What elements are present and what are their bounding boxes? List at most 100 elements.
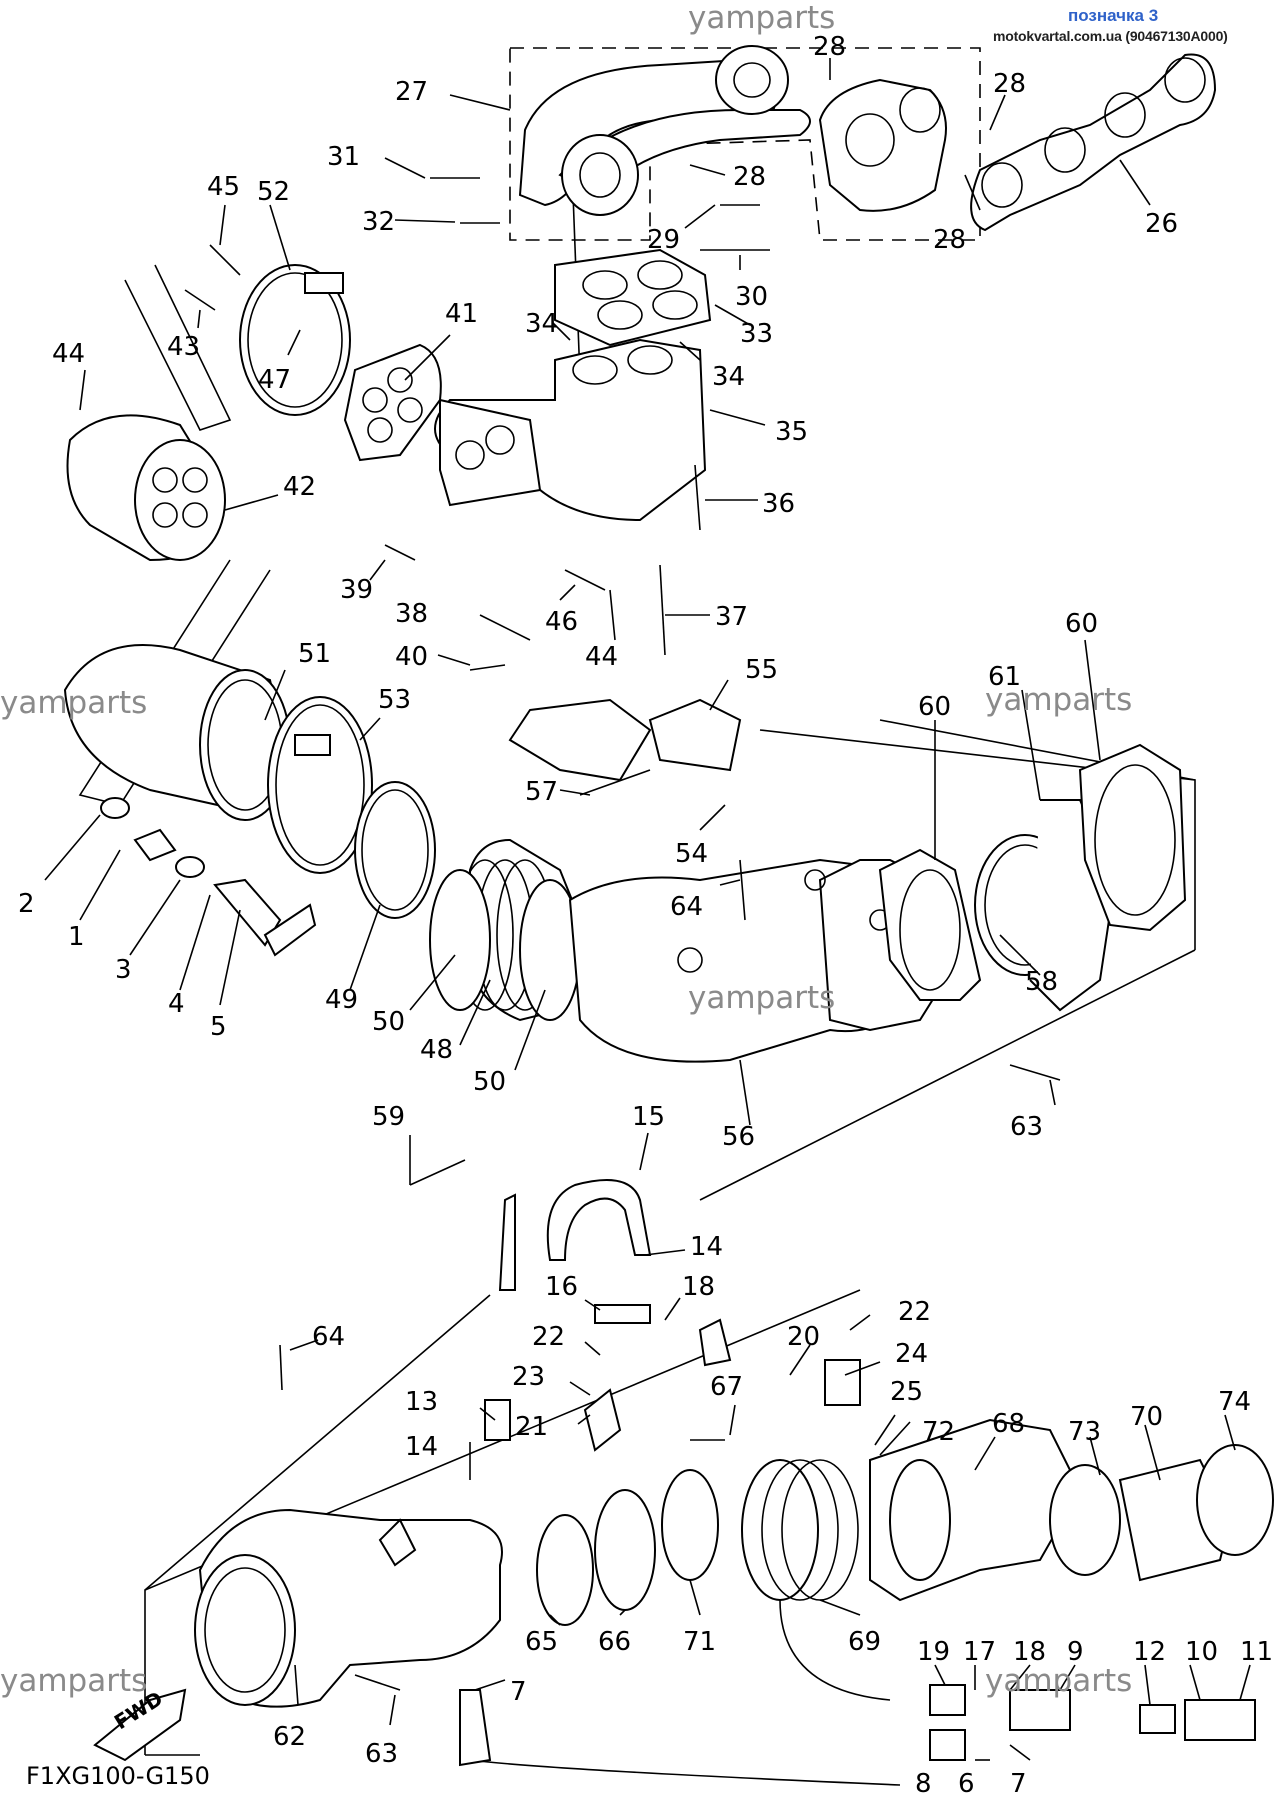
- exhaust-chamber-35: [434, 338, 707, 522]
- callout: 11: [1240, 1637, 1273, 1667]
- callout: 64: [670, 892, 703, 922]
- watermark: yamparts: [688, 0, 836, 36]
- callout: 50: [473, 1067, 506, 1097]
- callout: 15: [632, 1102, 665, 1132]
- callout: 63: [365, 1739, 398, 1769]
- callout: 54: [675, 839, 708, 869]
- gasket-41: [343, 343, 442, 462]
- callout: 52: [257, 177, 290, 207]
- callout: 18: [682, 1272, 715, 1302]
- callout: 30: [735, 282, 768, 312]
- callout: 14: [405, 1432, 438, 1462]
- callout: 44: [52, 339, 85, 369]
- fittings-1-5: [100, 797, 317, 957]
- callout: 27: [395, 77, 428, 107]
- exhaust-manifold-right: [818, 78, 947, 212]
- callout: 66: [598, 1627, 631, 1657]
- page-tag: позначка 3: [1068, 6, 1159, 25]
- seal-49: [354, 781, 436, 919]
- watermark: yamparts: [0, 1663, 148, 1699]
- callout: 23: [512, 1362, 545, 1392]
- callout: 12: [1133, 1637, 1166, 1667]
- callout: 45: [207, 172, 240, 202]
- callout: 70: [1130, 1402, 1163, 1432]
- callout: 37: [715, 602, 748, 632]
- bracket-55: [508, 698, 742, 782]
- lower-pipe-assembly: [536, 1418, 1274, 1626]
- drain-hose: [459, 1599, 1256, 1786]
- muffler-42: [66, 414, 226, 562]
- callout: 4: [168, 989, 185, 1019]
- callout: 53: [378, 685, 411, 715]
- callout: 2: [18, 889, 35, 919]
- callout: 64: [312, 1322, 345, 1352]
- callout: 51: [298, 639, 331, 669]
- callout: 1: [68, 922, 85, 952]
- callout: 61: [988, 662, 1021, 692]
- callout: 74: [1218, 1387, 1251, 1417]
- callout: 28: [813, 32, 846, 62]
- callout: 21: [515, 1412, 548, 1442]
- clamp-53: [267, 696, 373, 874]
- bolts: [184, 177, 1061, 1691]
- exhaust-manifold-group-box: [509, 47, 981, 241]
- callout: 46: [545, 607, 578, 637]
- callout: 65: [525, 1627, 558, 1657]
- callout: 35: [775, 417, 808, 447]
- callout: 6: [958, 1769, 975, 1799]
- joint-chamber-51: [63, 644, 291, 821]
- callout: 29: [647, 225, 680, 255]
- callout: 5: [210, 1012, 227, 1042]
- callout: 50: [372, 1007, 405, 1037]
- callout: 26: [1145, 209, 1178, 239]
- callout: 40: [395, 642, 428, 672]
- callout: 28: [733, 162, 766, 192]
- diagram-code: F1XG100-G150: [26, 1762, 210, 1790]
- callout: 59: [372, 1102, 405, 1132]
- callout: 38: [395, 599, 428, 629]
- callout: 69: [848, 1627, 881, 1657]
- callout: 3: [115, 955, 132, 985]
- callout: 73: [1068, 1417, 1101, 1447]
- callout: 36: [762, 489, 795, 519]
- callout: 25: [890, 1377, 923, 1407]
- site-reference: motokvartal.com.ua (90467130A000): [993, 28, 1228, 44]
- callout: 33: [740, 319, 773, 349]
- gasket-60-right: [1078, 743, 1187, 932]
- callout: 57: [525, 777, 558, 807]
- callout: 58: [1025, 967, 1058, 997]
- callout: 8: [915, 1769, 932, 1799]
- callout: 56: [722, 1122, 755, 1152]
- watermark: yamparts: [0, 685, 148, 721]
- callouts: 28 27 28 31 28 32 29 26 28 30 45 52 41 3…: [18, 32, 1273, 1799]
- callout: 43: [167, 332, 200, 362]
- callout: 18: [1013, 1637, 1046, 1667]
- callout: 28: [933, 225, 966, 255]
- callout: 72: [922, 1417, 955, 1447]
- callout: 55: [745, 655, 778, 685]
- leader-lines: [44, 58, 1251, 1761]
- manifold-gasket-26: [970, 53, 1217, 232]
- watermark: yamparts: [985, 682, 1133, 718]
- exhaust-manifold-27: [518, 45, 811, 216]
- callout: 10: [1185, 1637, 1218, 1667]
- callout: 68: [992, 1409, 1025, 1439]
- callout: 34: [712, 362, 745, 392]
- gasket-60-left: [878, 848, 982, 1001]
- callout: 34: [525, 309, 558, 339]
- callout: 20: [787, 1322, 820, 1352]
- callout: 9: [1067, 1637, 1084, 1667]
- callout: 47: [258, 365, 291, 395]
- callout: 49: [325, 985, 358, 1015]
- callout: 62: [273, 1722, 306, 1752]
- callout: 22: [532, 1322, 565, 1352]
- callout: 60: [918, 692, 951, 722]
- callout: 7: [510, 1677, 527, 1707]
- manifold-gasket-33: [554, 248, 712, 347]
- callout: 41: [445, 299, 478, 329]
- callout: 17: [963, 1637, 996, 1667]
- callout: 71: [683, 1627, 716, 1657]
- callout: 48: [420, 1035, 453, 1065]
- callout: 14: [690, 1232, 723, 1262]
- callout: 60: [1065, 609, 1098, 639]
